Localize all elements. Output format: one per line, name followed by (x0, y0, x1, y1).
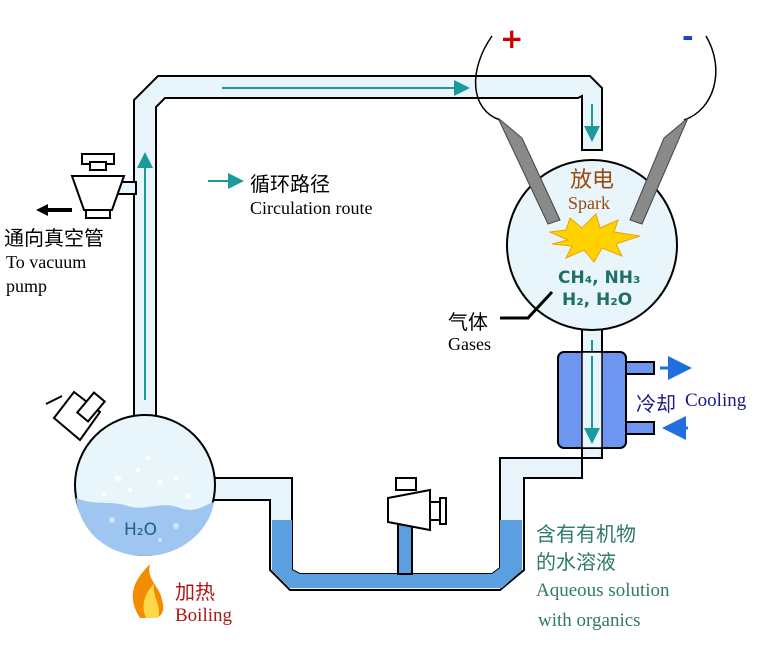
vacuum-valve-icon (70, 153, 126, 219)
cooling-label-cn: 冷却 (636, 392, 676, 416)
cooling-label-en: Cooling (685, 390, 747, 411)
gas-formula-line-1: CH₄, NH₃ (558, 268, 641, 288)
solution-label-en-2: with organics (538, 610, 641, 631)
circulation-tube-top (133, 75, 603, 421)
flask-stopcock-icon (45, 390, 107, 442)
vacuum-label-cn: 通向真空管 (4, 226, 104, 250)
spark-label-en: Spark (568, 193, 610, 213)
solution-label-en-1: Aqueous solution (536, 580, 670, 601)
spark-chamber (474, 35, 717, 331)
spark-burst-icon (548, 213, 641, 263)
solution-label-cn-2: 的水溶液 (536, 550, 616, 574)
gases-pointer (500, 290, 554, 320)
boiling-flask (74, 414, 216, 556)
gases-label-en: Gases (448, 334, 491, 354)
center-riser (397, 519, 413, 575)
condenser-jacket-icon (557, 351, 655, 449)
center-stopcock-icon (387, 477, 447, 532)
boiling-label-cn: 加热 (175, 580, 215, 604)
minus-wire (683, 35, 717, 121)
electrode-left-icon (497, 117, 561, 225)
gases-label-cn: 气体 (448, 310, 488, 334)
flask-h2o-label: H₂O (124, 520, 157, 540)
route-label-en: Circulation route (250, 198, 373, 218)
flask-water (76, 498, 214, 556)
bubbles-low (109, 517, 179, 542)
plus-wire (474, 35, 501, 121)
bubbles (102, 456, 191, 499)
spark-label-cn: 放电 (570, 168, 615, 193)
electrode-right-icon (629, 117, 689, 225)
vacuum-label-en-2: pump (6, 276, 48, 296)
minus-sign: - (682, 20, 694, 53)
route-label-cn: 循环路径 (250, 172, 330, 196)
vacuum-label-en-1: To vacuum (6, 252, 87, 272)
gas-formula-line-2: H₂, H₂O (562, 290, 633, 310)
vacuum-outlet-arrow-icon (36, 204, 72, 216)
cooling-flow-arrows (660, 356, 692, 440)
flame-icon (132, 564, 164, 618)
plus-sign: + (500, 22, 524, 55)
solution-label-cn-1: 含有有机物 (536, 522, 636, 546)
boiling-label-en: Boiling (175, 605, 233, 626)
